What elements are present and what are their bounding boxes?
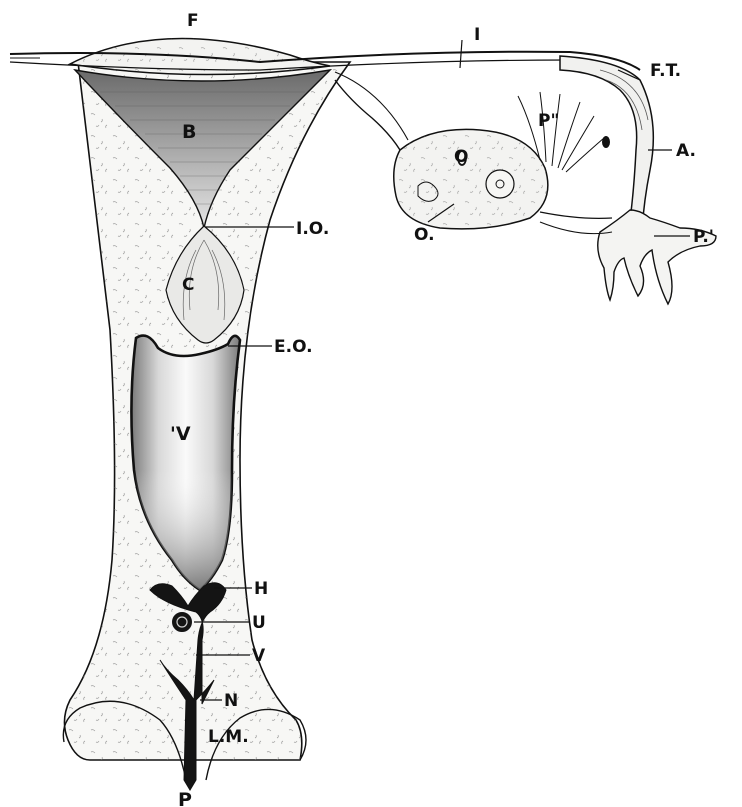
label-internal-os: I.O. bbox=[296, 219, 329, 239]
label-ampulla: A. bbox=[676, 141, 696, 161]
label-fallopian-tube: F.T. bbox=[650, 61, 681, 81]
label-urethra: U bbox=[252, 613, 266, 633]
label-ligament: I bbox=[474, 25, 480, 45]
urethra bbox=[171, 611, 193, 633]
label-fundus: F bbox=[187, 11, 199, 31]
label-vestibule: V bbox=[252, 646, 266, 666]
label-labia-majora: L.M. bbox=[208, 727, 249, 747]
label-body: B bbox=[182, 121, 196, 143]
graafian-follicle bbox=[486, 170, 514, 198]
label-ovary: O. bbox=[414, 225, 435, 245]
label-nymphae: N bbox=[224, 691, 238, 711]
label-perineum: P bbox=[178, 789, 192, 807]
label-hymen: H bbox=[254, 579, 268, 599]
label-cervix: C bbox=[182, 275, 194, 295]
label-vagina: 'V bbox=[170, 423, 191, 445]
label-external-os: E.O. bbox=[274, 337, 313, 357]
label-parovarium: P" bbox=[538, 111, 559, 131]
label-fimbriae: P.' bbox=[693, 227, 714, 247]
label-ovary-follicle: O bbox=[454, 147, 468, 167]
fimbriae bbox=[598, 210, 716, 304]
